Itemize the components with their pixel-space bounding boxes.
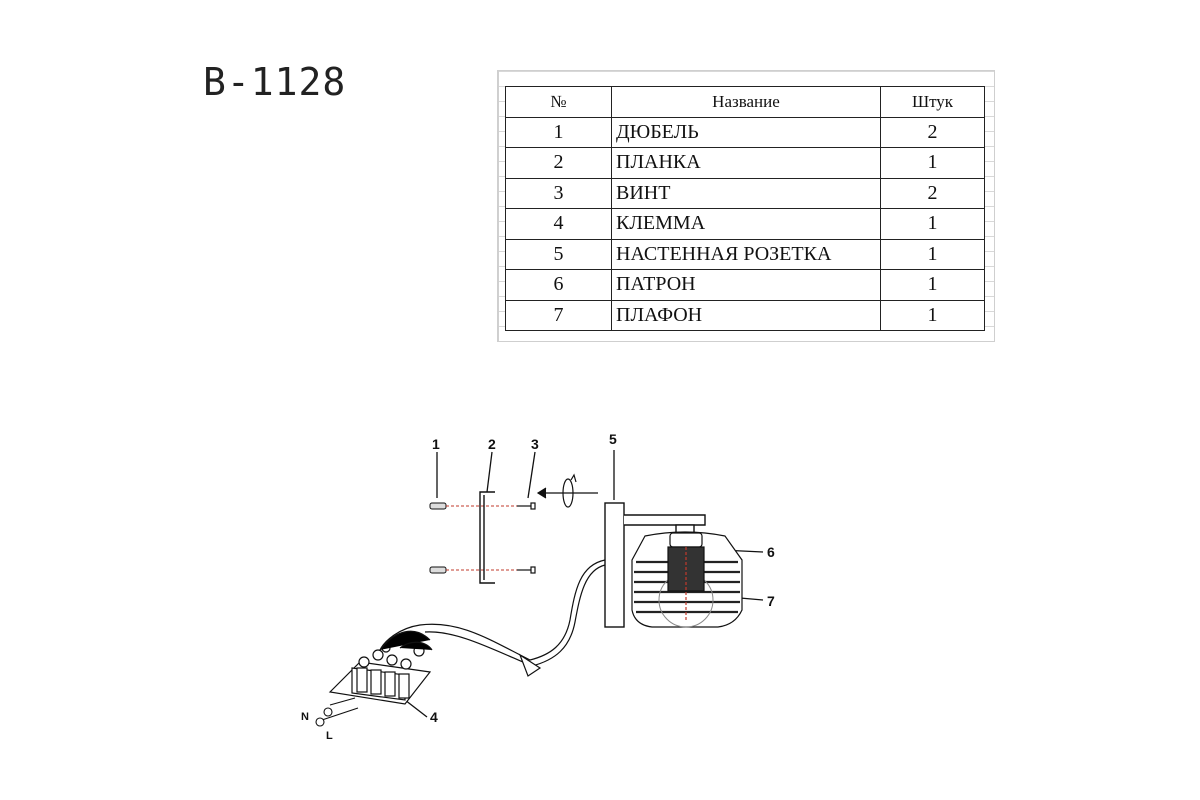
terminal-block-icon	[328, 630, 433, 705]
cell-name: КЛЕММА	[611, 208, 881, 240]
cell-quantity: 1	[880, 299, 985, 331]
cell-name: ПЛАНКА	[611, 147, 881, 179]
cell-name: ПАТРОН	[611, 269, 881, 301]
header-quantity: Штук	[880, 86, 985, 118]
table-header-row: № Название Штук	[505, 86, 985, 118]
header-name: Название	[611, 86, 881, 118]
callout-1: 1	[432, 436, 440, 452]
header-number: №	[505, 86, 612, 118]
cell-number: 6	[505, 269, 612, 301]
wire-ends-icon	[315, 697, 359, 727]
screw-icon	[517, 502, 536, 574]
callout-2: 2	[488, 436, 496, 452]
wire-label-live: L	[326, 730, 333, 742]
cell-name: ДЮБЕЛЬ	[611, 116, 881, 148]
model-number: B-1128	[203, 60, 347, 104]
wire-label-neutral: N	[301, 711, 309, 723]
cell-quantity: 2	[880, 116, 985, 148]
rotation-arrow-icon	[536, 473, 598, 508]
wall-plate-icon	[604, 502, 706, 628]
cell-number: 7	[505, 299, 612, 331]
cell-number: 2	[505, 147, 612, 179]
cell-quantity: 1	[880, 147, 985, 179]
dowel-icon	[429, 502, 447, 574]
cell-name: ПЛАФОН	[611, 299, 881, 331]
cell-quantity: 1	[880, 238, 985, 270]
callout-6: 6	[767, 544, 775, 560]
cell-quantity: 1	[880, 208, 985, 240]
cell-quantity: 1	[880, 269, 985, 301]
callout-7: 7	[767, 593, 775, 609]
power-cable-icon	[379, 559, 606, 677]
mounting-bracket-icon	[479, 491, 495, 584]
callout-4: 4	[430, 709, 438, 725]
callout-3: 3	[531, 436, 539, 452]
callout-5: 5	[609, 431, 617, 447]
cell-number: 4	[505, 208, 612, 240]
cell-quantity: 2	[880, 177, 985, 209]
cell-name: ВИНТ	[611, 177, 881, 209]
lamp-socket-icon	[667, 532, 705, 620]
